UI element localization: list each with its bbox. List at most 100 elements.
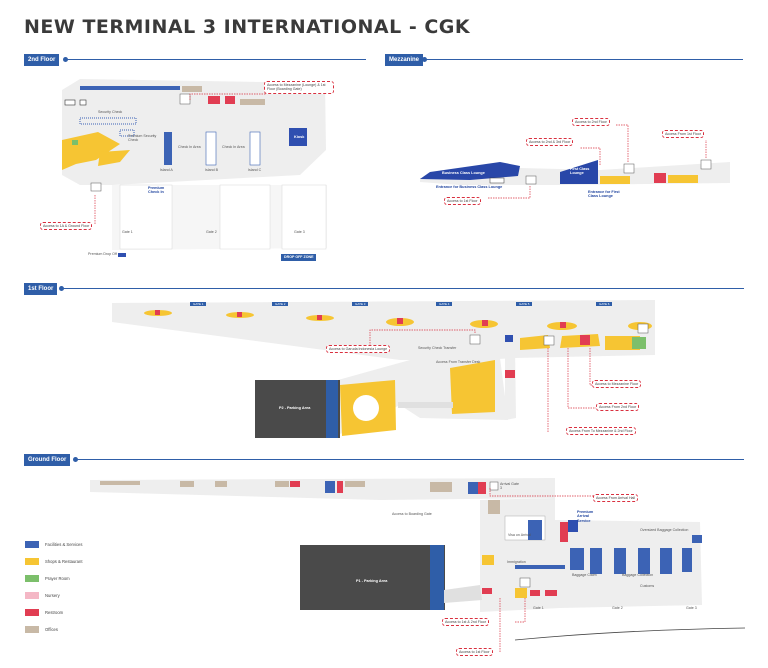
label-customs: Customs [640, 584, 655, 588]
callout-access-from-1st[interactable]: Access From 1st Floor [662, 130, 704, 139]
callout-from-mezz-2nd[interactable]: Access From To Mezzanine & 2nd Floor [566, 427, 636, 436]
callout-access-to-1st[interactable]: Access to 1st Floor [444, 197, 481, 206]
restroom [155, 310, 160, 315]
callout-access-2nd-3rd[interactable]: Access to 2nd & 3rd Floor [526, 138, 574, 147]
section-tab-mezzanine[interactable]: Mezzanine [385, 54, 424, 66]
gate-tab-6[interactable]: GATE 6 [596, 302, 613, 306]
baggage-belt [638, 548, 650, 574]
label-premium-security: Premium Security Check [128, 134, 157, 142]
legend-item: Prayer Room [25, 575, 145, 583]
restroom [530, 590, 540, 596]
label-access-boarding: Access to Boarding Gate [392, 512, 432, 516]
second-floor-plan [62, 79, 327, 257]
gate-tab-2[interactable]: GATE 2 [272, 302, 289, 306]
gate-tab-4[interactable]: GATE 4 [436, 302, 453, 306]
prayer-room [632, 337, 646, 349]
mezzanine-plan [420, 124, 730, 199]
escalator [623, 163, 635, 174]
label-check-in-area: Check In Area [222, 145, 245, 149]
callout-access-1st[interactable]: Access to 1st Floor [456, 648, 493, 657]
escalator [637, 323, 649, 334]
floor-shape [505, 345, 516, 420]
restroom [482, 320, 488, 326]
legend-swatch [25, 626, 39, 633]
legend-item: Offices [25, 626, 145, 634]
desk [79, 99, 87, 106]
escalator [489, 481, 499, 491]
escalator [469, 334, 481, 345]
callout-from-arrival-hall[interactable]: Access From Arrival Hall [593, 494, 639, 503]
label-first-class-lounge: First Class Lounge [570, 167, 590, 176]
callout-mezzanine-access[interactable]: Access to Mezzanine (Lounge) & 1st Floor… [264, 81, 334, 94]
section-rule [422, 57, 743, 62]
restroom [482, 588, 492, 594]
label-gate-3: Gate 3 [686, 606, 697, 610]
road-curb [514, 627, 746, 641]
callout-from-2nd[interactable]: Access From 2nd Floor [596, 403, 640, 412]
callout-access-mezzanine[interactable]: Access to Mezzanine Floor [592, 380, 642, 389]
visa-counter [528, 520, 542, 540]
shop [600, 176, 630, 184]
label-island-b: Island B [205, 168, 218, 172]
office [275, 481, 289, 487]
label-premium-check-in: Premium Check In [148, 186, 165, 195]
leader-line [580, 147, 601, 165]
section-tab-ground-floor[interactable]: Ground Floor [24, 454, 71, 466]
legend-swatch [25, 558, 39, 565]
section-tab-1st-floor[interactable]: 1st Floor [24, 283, 58, 295]
callout-access-2nd[interactable]: Access to 2nd Floor [572, 118, 610, 127]
baggage-belt [614, 548, 626, 574]
baggage-belt [660, 548, 672, 574]
leader-line [615, 124, 629, 162]
shop [482, 555, 494, 565]
premium-drop-off [118, 253, 126, 257]
legend-label: Nursery [45, 593, 60, 598]
office [430, 482, 452, 492]
leader-line [515, 598, 526, 623]
label-transfer-desk: Access From Transfer Desk [436, 360, 481, 364]
business-lounge [420, 162, 520, 180]
legend-swatch [25, 575, 39, 582]
baggage-belt [590, 548, 602, 574]
drop-off-zone-tab: DROP OFF ZONE [281, 254, 317, 261]
gate-tab-3[interactable]: GATE 3 [352, 302, 369, 306]
gate-tab-1[interactable]: GATE 1 [190, 302, 207, 306]
desk [489, 177, 505, 184]
restroom [208, 96, 220, 104]
callout-access-1st-2nd[interactable]: Access to 1st & 2nd Floor [442, 618, 489, 627]
legend-label: Facilities & Services [45, 542, 83, 547]
stair [90, 182, 102, 192]
page-title: NEW TERMINAL 3 INTERNATIONAL - CGK [24, 16, 471, 38]
gate-tab-5[interactable]: GATE 5 [516, 302, 533, 306]
label-entrance-first: Entrance for First Class Lounge [588, 190, 620, 199]
first-class-lounge [560, 160, 598, 184]
restroom [654, 173, 666, 183]
parking-p2 [255, 380, 340, 438]
road-block [119, 184, 173, 250]
check-in-island [205, 131, 217, 166]
shop [98, 150, 130, 166]
kiosk-block [289, 128, 307, 146]
check-in-island [249, 131, 261, 166]
parking-p1 [300, 545, 445, 610]
callout-garuda-lounge[interactable]: Access to Garuda Indonesia Lounge [326, 345, 391, 354]
office [215, 481, 227, 487]
restroom [317, 315, 322, 320]
label-gate-3: Gate 3 [294, 230, 305, 234]
legend-swatch [25, 609, 39, 616]
office [180, 481, 194, 487]
restroom [560, 322, 566, 328]
shop [520, 335, 550, 350]
callout-access-1a-ground[interactable]: Access to 1A & Ground Floor [40, 222, 93, 231]
restroom [397, 318, 403, 324]
label-entrance-business: Entrance for Business Class Lounge [436, 185, 503, 189]
restroom [478, 482, 486, 494]
label-gate-2: Gate 2 [612, 606, 623, 610]
label-premium-arrival: Premium Arrival Service [577, 510, 594, 523]
section-tab-2nd-floor[interactable]: 2nd Floor [24, 54, 60, 66]
label-security-transfer: Security Check Transfer [418, 346, 457, 350]
immigration-counters [515, 565, 565, 569]
legend-label: Shops & Restaurant [45, 559, 83, 564]
